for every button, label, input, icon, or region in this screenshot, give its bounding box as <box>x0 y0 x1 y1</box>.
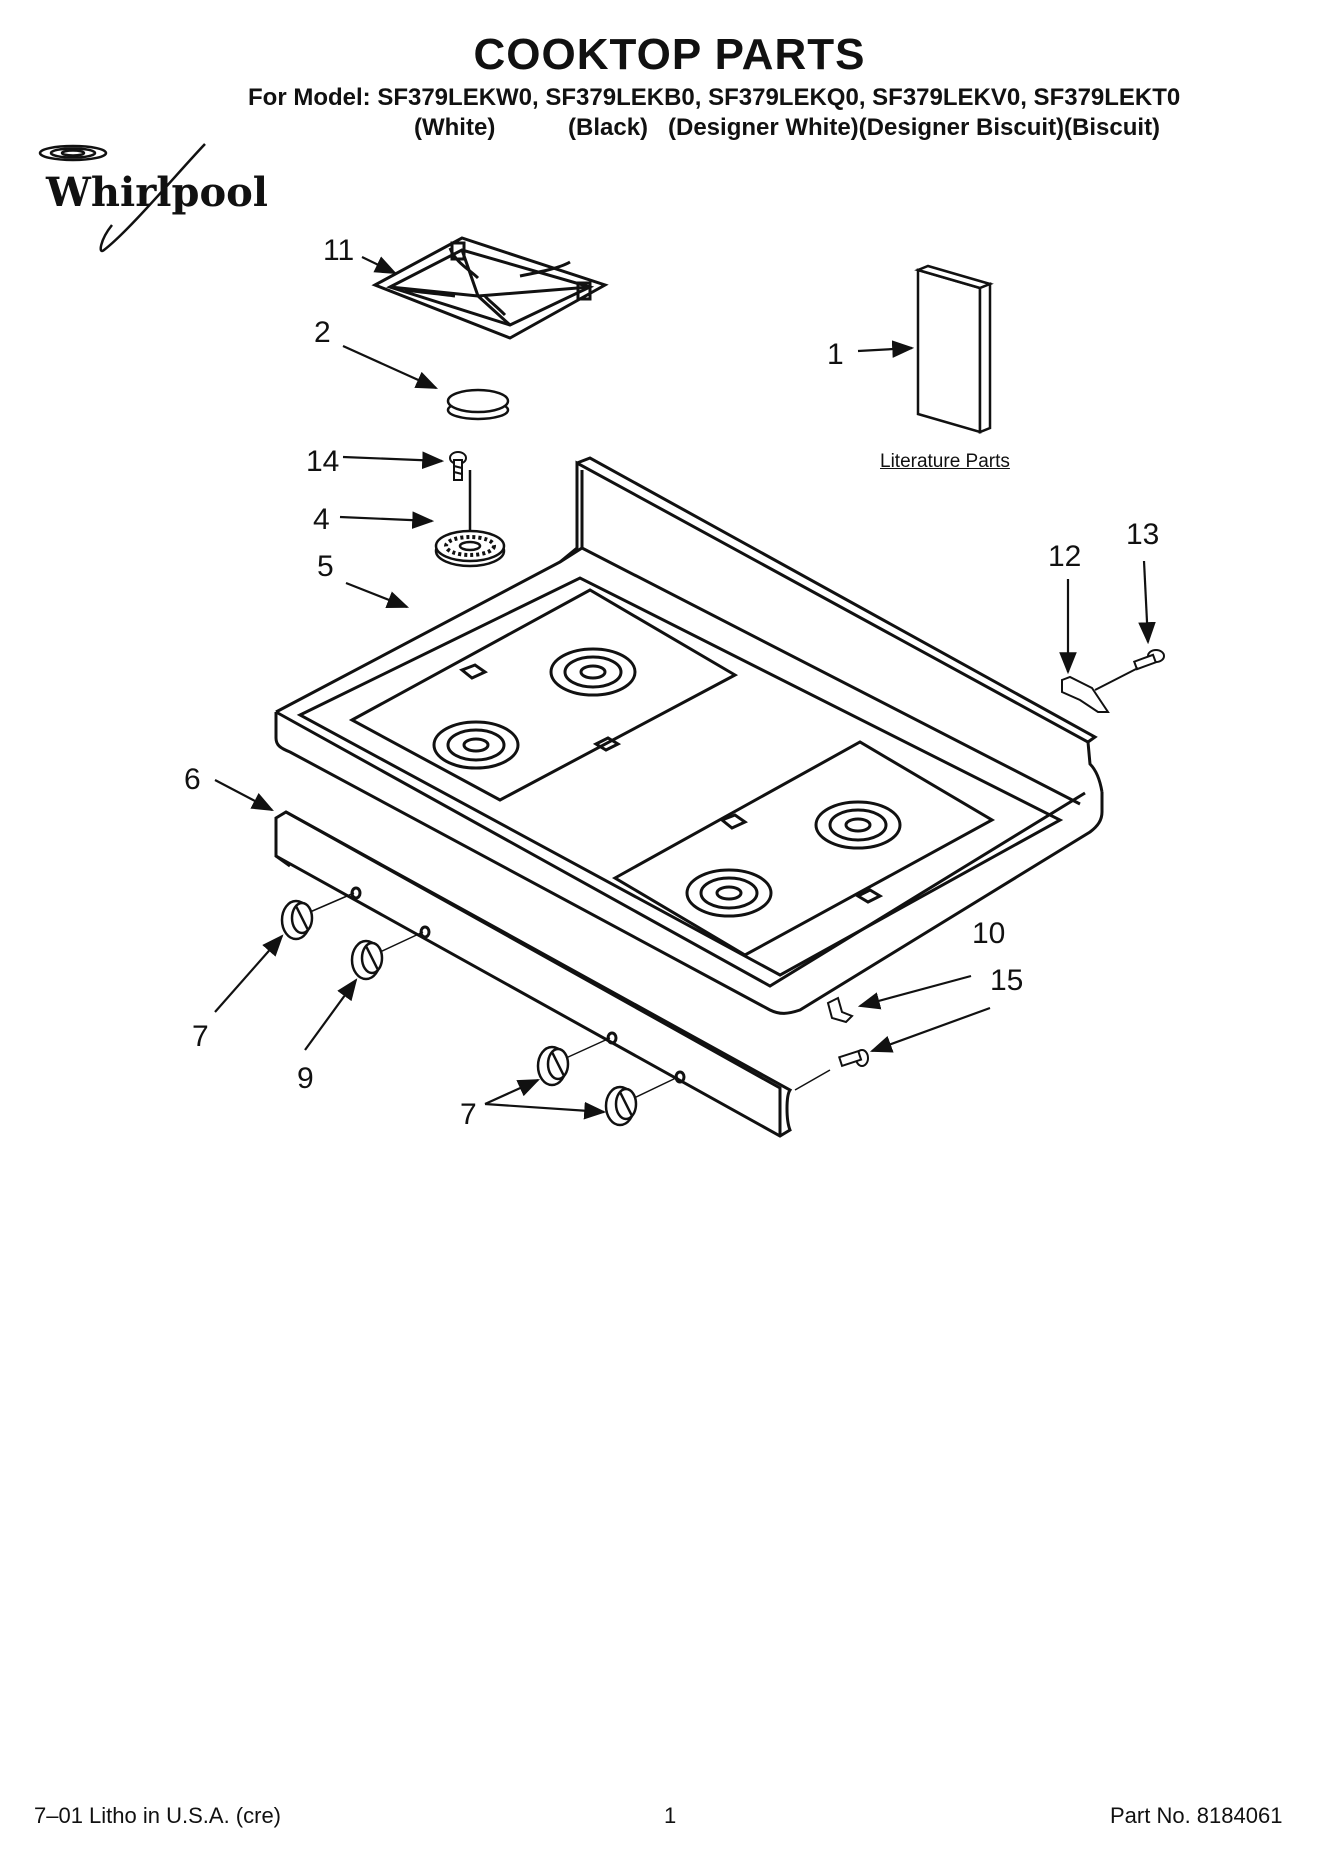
callout-1: 1 <box>827 338 844 371</box>
panel-clip <box>826 996 854 1024</box>
callout-numbers: 1 2 4 5 6 7 7 9 10 11 12 13 14 15 <box>184 234 1159 1131</box>
callout-12: 12 <box>1048 540 1081 573</box>
callout-7-right: 7 <box>460 1098 477 1131</box>
knob-4 <box>604 1085 638 1127</box>
callout-9: 9 <box>297 1062 314 1095</box>
callout-2: 2 <box>314 316 331 349</box>
callout-10: 10 <box>972 917 1005 950</box>
footer-litho: 7–01 Litho in U.S.A. (cre) <box>34 1803 282 1828</box>
burner-grate <box>371 236 609 340</box>
callout-15: 15 <box>990 964 1023 997</box>
burner-head-rear-left <box>549 647 637 697</box>
page-title: COOKTOP PARTS <box>473 30 866 79</box>
footer-page-number: 1 <box>664 1803 677 1828</box>
panel-screw <box>837 1049 869 1068</box>
whirlpool-logo: Whirlpool <box>38 143 268 253</box>
callout-7-left: 7 <box>192 1020 209 1053</box>
callout-13: 13 <box>1126 518 1159 551</box>
callout-leaders <box>214 256 1156 1120</box>
burner-screw <box>449 451 467 481</box>
burner-head-front-right <box>685 868 773 918</box>
knob-9 <box>350 939 384 981</box>
footer-part-number: Part No. 8184061 <box>1110 1803 1283 1828</box>
burner-head-front-left <box>432 720 520 770</box>
control-knobs <box>280 892 831 1127</box>
burner-head-rear-right <box>814 800 902 850</box>
burner-cap <box>446 388 510 421</box>
cooktop-panel <box>274 456 1104 1015</box>
color-white: (White) <box>414 114 496 141</box>
control-panel <box>274 810 793 1138</box>
callout-5: 5 <box>317 550 334 583</box>
knob-1 <box>280 899 314 941</box>
color-black: (Black) <box>568 114 649 141</box>
burner-base <box>434 470 506 568</box>
model-list: For Model: SF379LEKW0, SF379LEKB0, SF379… <box>248 84 1181 111</box>
literature-booklet <box>914 264 994 434</box>
callout-14: 14 <box>306 445 339 478</box>
callout-6: 6 <box>184 763 201 796</box>
callout-4: 4 <box>313 503 330 536</box>
knob-3 <box>536 1045 570 1087</box>
whirlpool-swirl-icon <box>38 143 206 253</box>
bracket-screw <box>1094 649 1165 691</box>
bracket <box>1061 675 1110 713</box>
callout-11: 11 <box>323 234 354 267</box>
literature-parts-label: Literature Parts <box>880 451 1010 472</box>
color-designer: (Designer White)(Designer Biscuit)(Biscu… <box>668 114 1161 141</box>
logo-text: Whirlpool <box>45 169 268 216</box>
